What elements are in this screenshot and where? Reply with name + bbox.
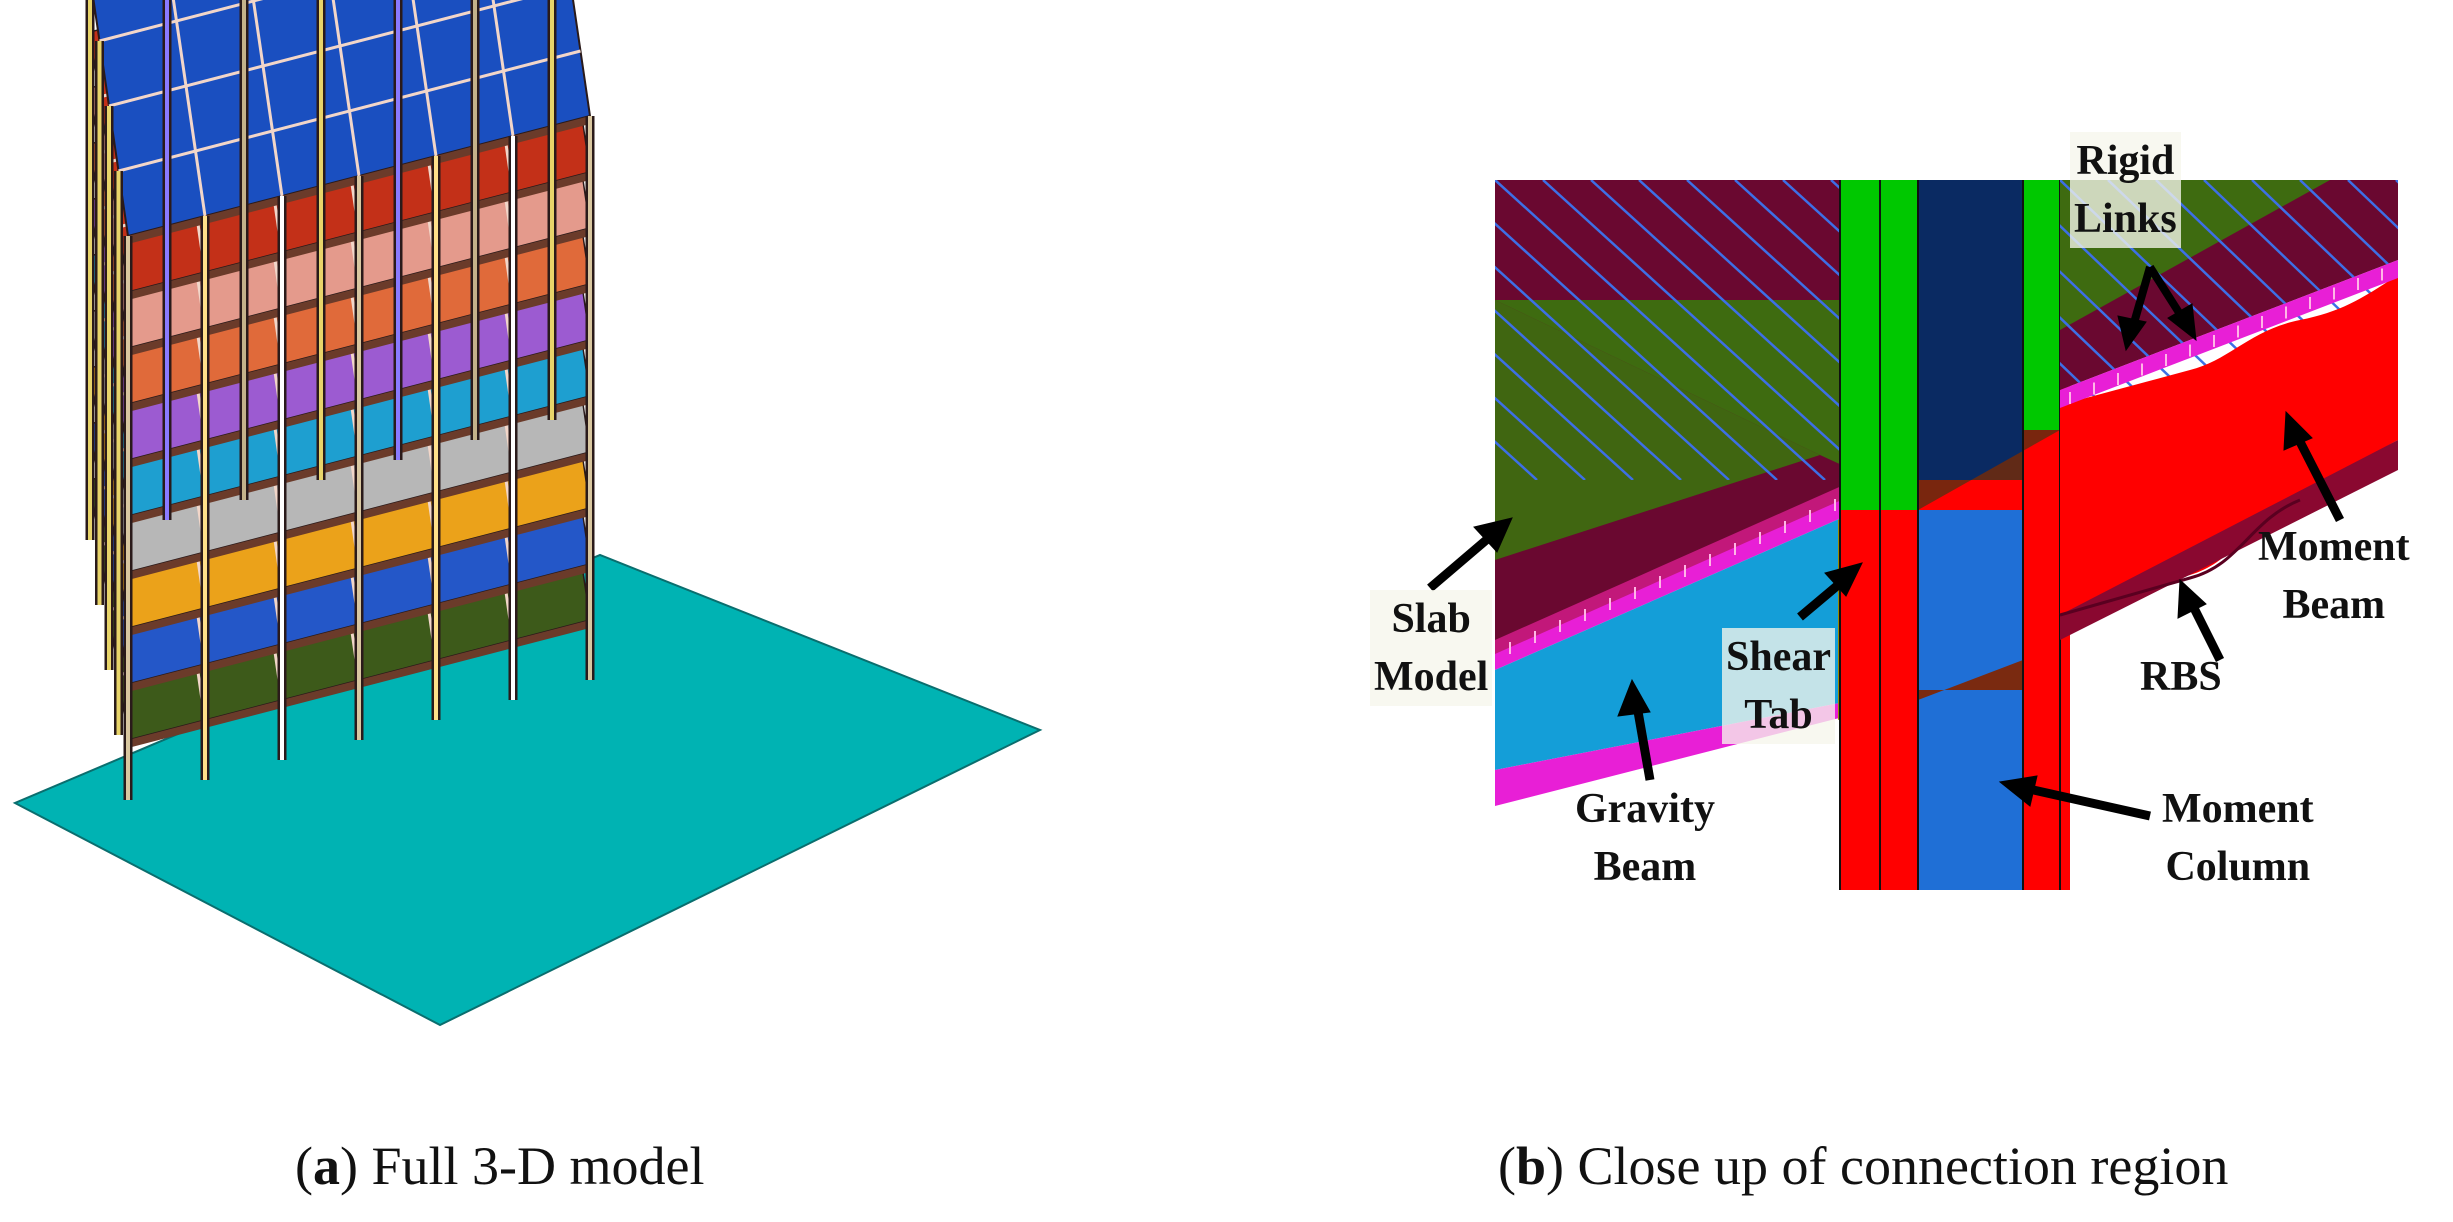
slab-element-line (1495, 180, 1778, 480)
slab-element-line (1734, 180, 1850, 480)
slab-element-line (1542, 180, 1850, 480)
slab-element-line (2395, 180, 2398, 400)
slab-element-line (1350, 180, 1489, 480)
slab-element-line (2060, 180, 2243, 400)
arrow-rigid-links-2-head (2167, 303, 2197, 342)
slab-element-line (1638, 180, 1850, 480)
slab-element-line (1495, 180, 1826, 480)
slab-element-line (1590, 180, 1850, 480)
slab-element-line (1495, 180, 1682, 480)
slab-element-line (1495, 180, 1634, 480)
slab-beam (118, 49, 581, 173)
arrow-moment-beam (2290, 429, 2345, 523)
rigid-links (2069, 268, 2383, 404)
moment-column (1839, 180, 2070, 890)
slab-element-line (2251, 180, 2398, 400)
arrow-moment-column-head (1998, 775, 2038, 807)
panel-a-full-3d-model: (a) Full 3-D model (0, 0, 1090, 1222)
arrow-shear-tab-head (1824, 562, 1863, 597)
arrow-moment-column (2019, 782, 2151, 821)
arrow-moment-beam-head (2283, 410, 2313, 451)
arrow-gravity-beam-head (1617, 678, 1651, 717)
caption-a: (a) Full 3-D model (295, 1136, 705, 1196)
slab-beam (99, 0, 264, 43)
slab-element-line (2444, 180, 2453, 400)
slab-element-line (1495, 180, 1730, 480)
slab-element-line (1495, 180, 1586, 480)
connection-region-model (1350, 180, 2453, 890)
arrow-rbs-head (2177, 578, 2207, 619)
slab-model (1350, 180, 1870, 650)
annotation-arrows (1427, 264, 2345, 821)
slab-beam (108, 0, 524, 108)
caption-b: (b) Close up of connection region (1498, 1136, 2229, 1196)
building-3d-model (12, 0, 1043, 1027)
slab-element-line (1782, 180, 1850, 480)
slab-element-line (1686, 180, 1850, 480)
slab-element-line (2347, 180, 2398, 400)
slab-element-line (2299, 180, 2398, 400)
label-rbs: RBS (2140, 654, 2222, 700)
arrow-rigid-links-1-head (2117, 315, 2147, 352)
arrow-slab-model-head (1473, 517, 1513, 553)
slab-element-line (1350, 180, 1441, 480)
slab-element-line (2060, 180, 2147, 400)
